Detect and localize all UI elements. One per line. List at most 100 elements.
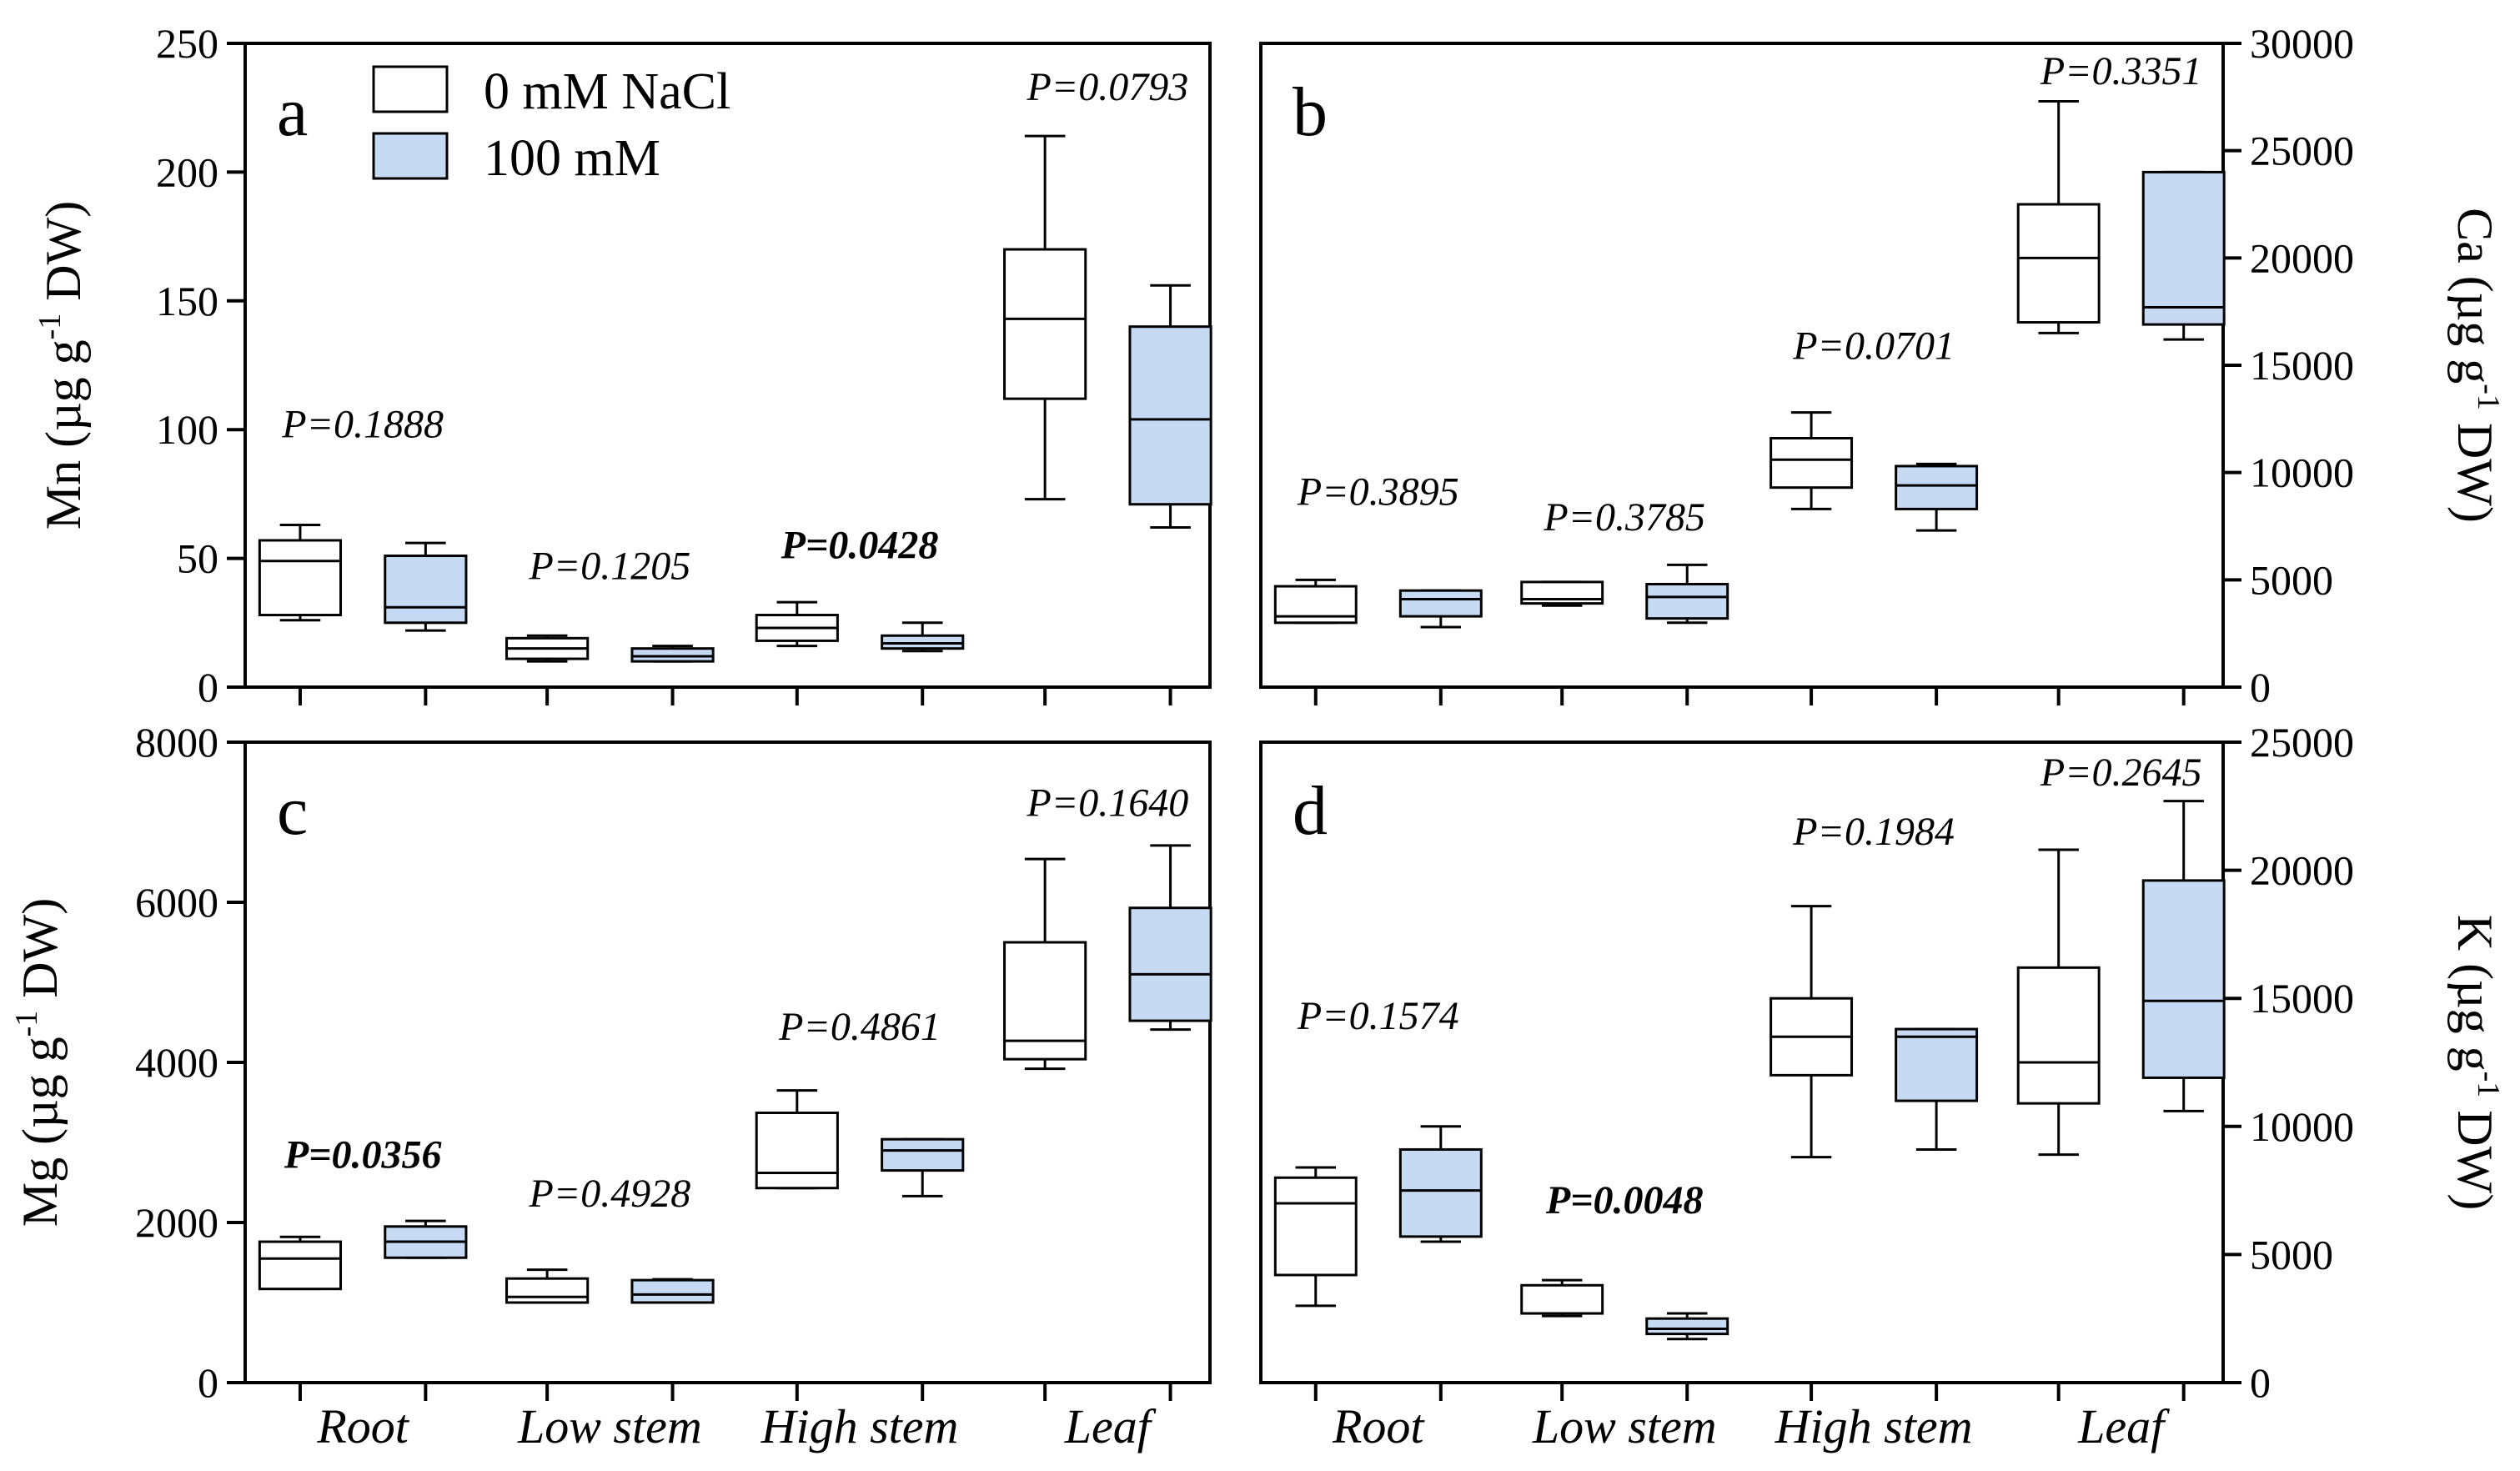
box-high-stem-0mM — [755, 1111, 839, 1190]
box-root-0mM — [258, 1240, 343, 1291]
x-category-label: Low stem — [517, 1399, 702, 1453]
p-value-label: P=0.3895 — [1297, 469, 1459, 514]
box-low-stem-100mM — [630, 647, 715, 663]
y-axis-label-text: DW) — [2447, 1097, 2502, 1210]
y-tick-label: 10000 — [2250, 449, 2354, 496]
y-tick-label: 25000 — [2250, 719, 2354, 766]
y-tick-label: 5000 — [2250, 1231, 2333, 1278]
box-high-stem-100mM — [881, 1137, 965, 1172]
box-high-stem-100mM — [1895, 1027, 1979, 1102]
x-category-label: Leaf — [1064, 1399, 1157, 1453]
y-axis-label-text: DW) — [2447, 410, 2502, 523]
p-value-label: P=0.3351 — [2040, 49, 2202, 93]
y-tick-label: 100 — [156, 406, 218, 453]
y-tick-label: 15000 — [2250, 342, 2354, 389]
x-category-label: Low stem — [1532, 1399, 1717, 1453]
box-root-0mM — [1273, 1176, 1358, 1277]
x-category-label: Root — [1332, 1399, 1425, 1453]
x-category-label: High stem — [1775, 1399, 1973, 1453]
y-tick-label: 0 — [2250, 1359, 2271, 1406]
y-tick-label: 50 — [177, 535, 218, 582]
y-axis-label-sup: -1 — [33, 314, 68, 340]
y-tick-label: 2000 — [135, 1199, 218, 1246]
box-leaf-100mM — [2141, 170, 2226, 326]
legend-label: 0 mM NaCl — [484, 63, 730, 120]
y-axis-label: Ca (µg g-1 DW) — [2447, 208, 2506, 523]
y-axis-label: Mn (µg g-1 DW) — [33, 201, 91, 530]
p-value-label: P=0.1205 — [528, 544, 690, 588]
box-root-100mM — [1398, 589, 1483, 618]
box-low-stem-0mM — [1520, 1283, 1604, 1315]
y-axis-label: Mg (µg g-1 DW) — [9, 898, 68, 1228]
panel-letter: d — [1293, 772, 1328, 850]
y-tick-label: 200 — [156, 148, 218, 195]
y-axis-label-sup: -1 — [9, 1011, 44, 1037]
legend-label: 100 mM — [484, 130, 660, 187]
box-high-stem-100mM — [881, 634, 965, 650]
y-tick-label: 6000 — [135, 879, 218, 926]
y-tick-label: 20000 — [2250, 847, 2354, 894]
y-tick-label: 4000 — [135, 1039, 218, 1086]
box-root-100mM — [384, 555, 468, 625]
y-tick-label: 150 — [156, 278, 218, 324]
y-tick-label: 10000 — [2250, 1103, 2354, 1150]
p-value-label: P=0.1640 — [1026, 781, 1188, 825]
y-tick-label: 0 — [198, 1359, 218, 1406]
box-low-stem-100mM — [630, 1278, 715, 1304]
y-axis-label-text: Mg (µg g — [13, 1037, 68, 1227]
box-leaf-100mM — [1128, 906, 1212, 1022]
box-high-stem-100mM — [1895, 464, 1979, 510]
box-leaf-100mM — [1128, 325, 1212, 506]
y-tick-label: 8000 — [135, 719, 218, 766]
x-category-label: High stem — [761, 1399, 959, 1453]
p-value-label: P=0.1984 — [1792, 810, 1955, 854]
y-axis-label-text: Mn (µg g — [36, 339, 91, 530]
box-low-stem-0mM — [505, 1277, 590, 1304]
y-tick-label: 0 — [2250, 664, 2271, 710]
p-value-label: P=0.0048 — [1545, 1178, 1704, 1222]
y-axis-label-sup: -1 — [2471, 384, 2506, 410]
x-category-label: Root — [316, 1399, 409, 1453]
y-tick-label: 250 — [156, 20, 218, 67]
y-axis-label: K (µg g-1 DW) — [2447, 915, 2506, 1211]
y-tick-label: 30000 — [2250, 20, 2354, 67]
y-axis-label-text: K (µg g — [2447, 915, 2502, 1072]
panel-letter: c — [277, 772, 308, 850]
x-category-label: Leaf — [2077, 1399, 2170, 1453]
p-value-label: P=0.1574 — [1297, 994, 1459, 1038]
box-low-stem-100mM — [1645, 582, 1729, 620]
y-tick-label: 25000 — [2250, 128, 2354, 174]
panel-c: 0 2000 4000 6000 8000 Mg (µg g-1 DW) cP=0.0356… — [9, 719, 1212, 1453]
y-axis-label-sup: -1 — [2471, 1072, 2506, 1098]
panel-b: 0 5000 10000 15000 20000 25000 30000 Ca (µg g-1… — [1259, 20, 2506, 710]
p-value-label: P=0.0793 — [1026, 65, 1188, 109]
p-value-label: P=0.1888 — [281, 402, 444, 446]
p-value-label: P=0.0428 — [781, 524, 939, 568]
legend-swatch — [372, 65, 449, 113]
box-leaf-100mM — [2141, 879, 2226, 1079]
y-tick-label: 15000 — [2250, 975, 2354, 1022]
y-tick-label: 5000 — [2250, 556, 2333, 603]
legend: 0 mM NaCl 100 mM — [372, 63, 730, 187]
p-value-label: P=0.3785 — [1543, 495, 1705, 540]
p-value-label: P=0.0356 — [284, 1133, 442, 1177]
y-axis-label-text: Ca (µg g — [2447, 208, 2502, 384]
p-value-label: P=0.4928 — [528, 1172, 690, 1216]
legend-swatch — [372, 132, 449, 180]
box-low-stem-100mM — [1645, 1317, 1729, 1336]
plot-frame — [243, 741, 1212, 1384]
box-root-100mM — [1398, 1147, 1483, 1238]
y-tick-label: 0 — [198, 664, 218, 710]
p-value-label: P=0.0701 — [1792, 324, 1955, 368]
box-high-stem-0mM — [1770, 436, 1854, 489]
box-leaf-0mM — [1003, 248, 1087, 400]
box-root-0mM — [258, 539, 343, 617]
y-tick-label: 20000 — [2250, 234, 2354, 281]
y-axis-label-text: DW) — [36, 201, 91, 314]
y-axis-label-text: DW) — [13, 898, 68, 1011]
p-value-label: P=0.4861 — [778, 1005, 941, 1049]
box-leaf-0mM — [2016, 203, 2101, 324]
